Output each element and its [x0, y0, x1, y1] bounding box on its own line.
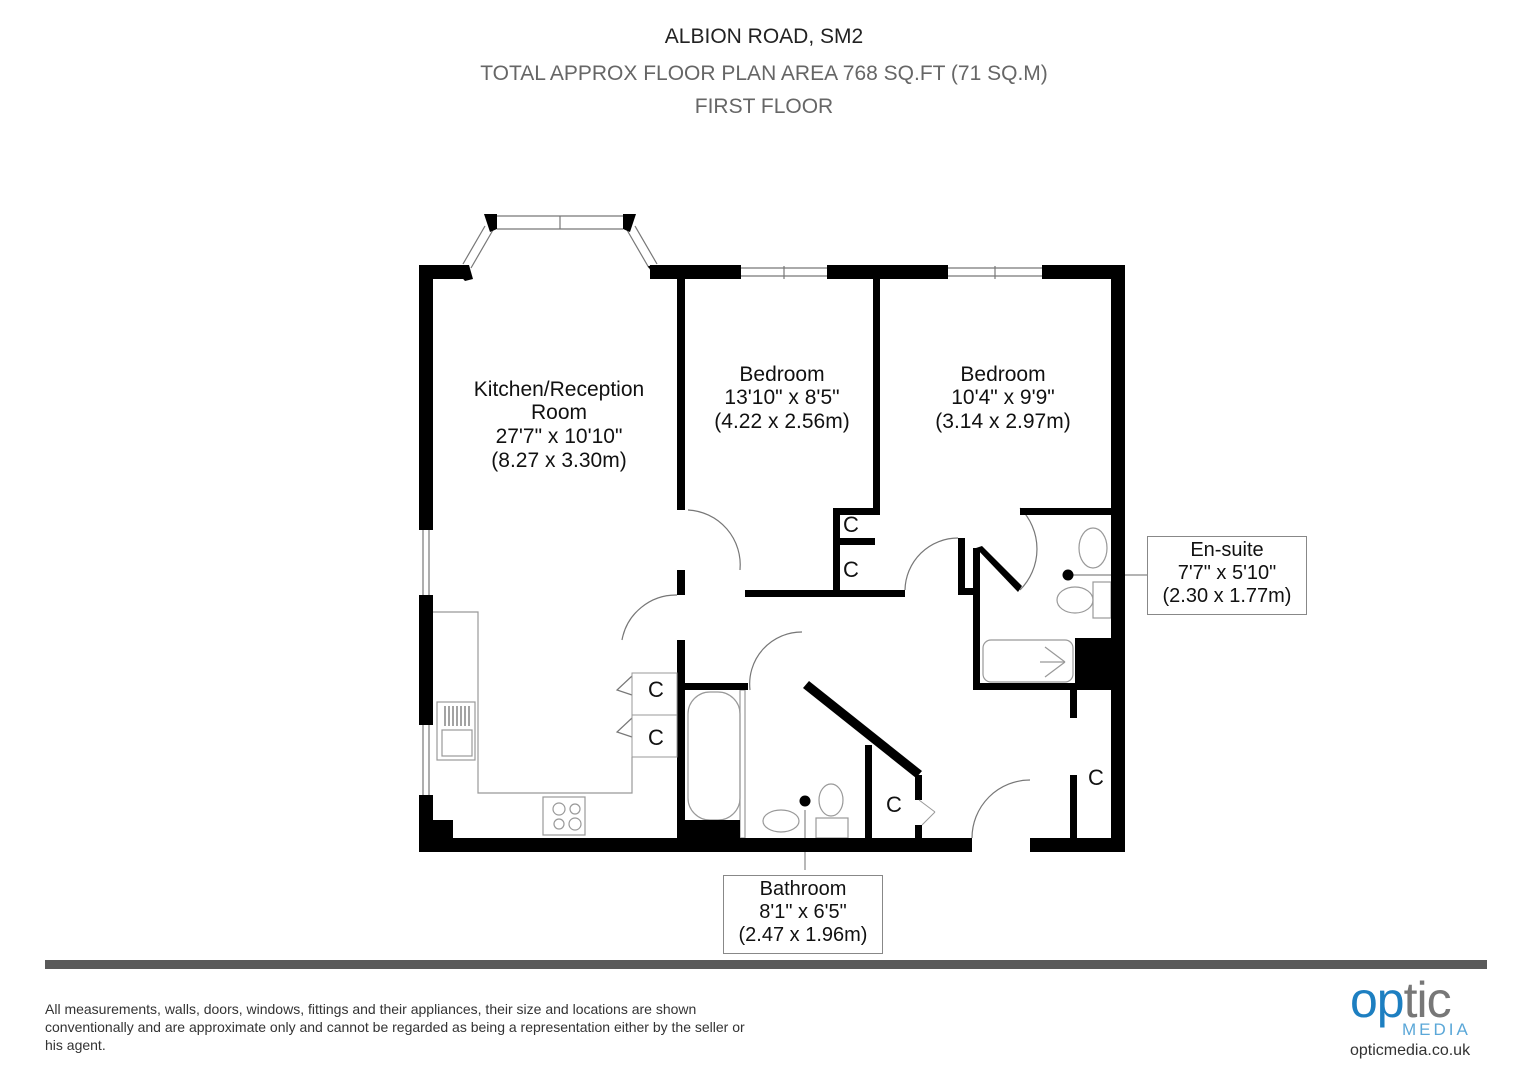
- room-size-imperial: 10'4" x 9'9": [951, 386, 1055, 409]
- room-size-metric: (4.22 x 2.56m): [714, 410, 849, 433]
- optic-media-logo: optic MEDIA opticmedia.co.uk: [1350, 975, 1490, 1060]
- logo-op: op: [1350, 972, 1405, 1028]
- room-name: Room: [531, 401, 587, 424]
- cupboard-label: C: [648, 725, 664, 750]
- address-title: ALBION ROAD, SM2: [664, 25, 864, 48]
- room-size-metric: (2.47 x 1.96m): [738, 924, 868, 946]
- toilet-icon: [818, 783, 844, 817]
- room-size-imperial: 8'1" x 6'5": [759, 901, 847, 923]
- shower-icon: [982, 639, 1074, 683]
- room-size-metric: (8.27 x 3.30m): [491, 449, 626, 472]
- room-name: Bedroom: [960, 363, 1045, 386]
- cupboard-label: C: [886, 792, 902, 817]
- room-size-metric: (3.14 x 2.97m): [935, 410, 1070, 433]
- cupboard-label: C: [1088, 765, 1104, 790]
- room-name: Bathroom: [759, 878, 847, 900]
- room-kitchen: Kitchen/Reception Room 27'7" x 10'10" (8…: [474, 378, 644, 472]
- logo-media: MEDIA: [1402, 1020, 1471, 1039]
- cupboard-label: C: [648, 677, 664, 702]
- light-point-icon: [1062, 569, 1074, 581]
- floor-label: FIRST FLOOR: [694, 95, 834, 118]
- room-size-metric: (2.30 x 1.77m): [1162, 585, 1292, 607]
- room-name: En-suite: [1190, 539, 1264, 561]
- room-name: Bedroom: [739, 363, 824, 386]
- disclaimer: All measurements, walls, doors, windows,…: [45, 1001, 745, 1053]
- logo-url: opticmedia.co.uk: [1350, 1042, 1471, 1059]
- light-point-icon: [799, 795, 811, 807]
- ensuite-basin-icon: [1078, 527, 1108, 569]
- room-bathroom-label: Bathroom 8'1" x 6'5" (2.47 x 1.96m): [723, 875, 883, 954]
- cupboard-label: C: [843, 557, 859, 582]
- ensuite-toilet-icon: [1056, 586, 1094, 614]
- cupboard-label: C: [843, 512, 859, 537]
- room-bedroom-2: Bedroom 10'4" x 9'9" (3.14 x 2.97m): [935, 363, 1070, 433]
- cupboards: C C C C C C: [648, 512, 1104, 817]
- room-name: Kitchen/Reception: [474, 378, 644, 401]
- footer-divider: [45, 960, 1487, 969]
- room-size-imperial: 7'7" x 5'10": [1177, 562, 1277, 584]
- room-size-imperial: 13'10" x 8'5": [724, 386, 839, 409]
- room-bedroom-1: Bedroom 13'10" x 8'5" (4.22 x 2.56m): [714, 363, 849, 433]
- logo-tic: tic: [1403, 972, 1452, 1028]
- bath-icon: [687, 691, 741, 821]
- area-subtitle: TOTAL APPROX FLOOR PLAN AREA 768 SQ.FT (…: [480, 62, 1048, 85]
- room-size-imperial: 27'7" x 10'10": [496, 425, 623, 448]
- basin-icon: [762, 809, 800, 833]
- fixtures: [422, 215, 1148, 870]
- walls: [419, 214, 1125, 852]
- room-ensuite-label: En-suite 7'7" x 5'10" (2.30 x 1.77m): [1147, 536, 1307, 615]
- hob-icon: [542, 796, 586, 836]
